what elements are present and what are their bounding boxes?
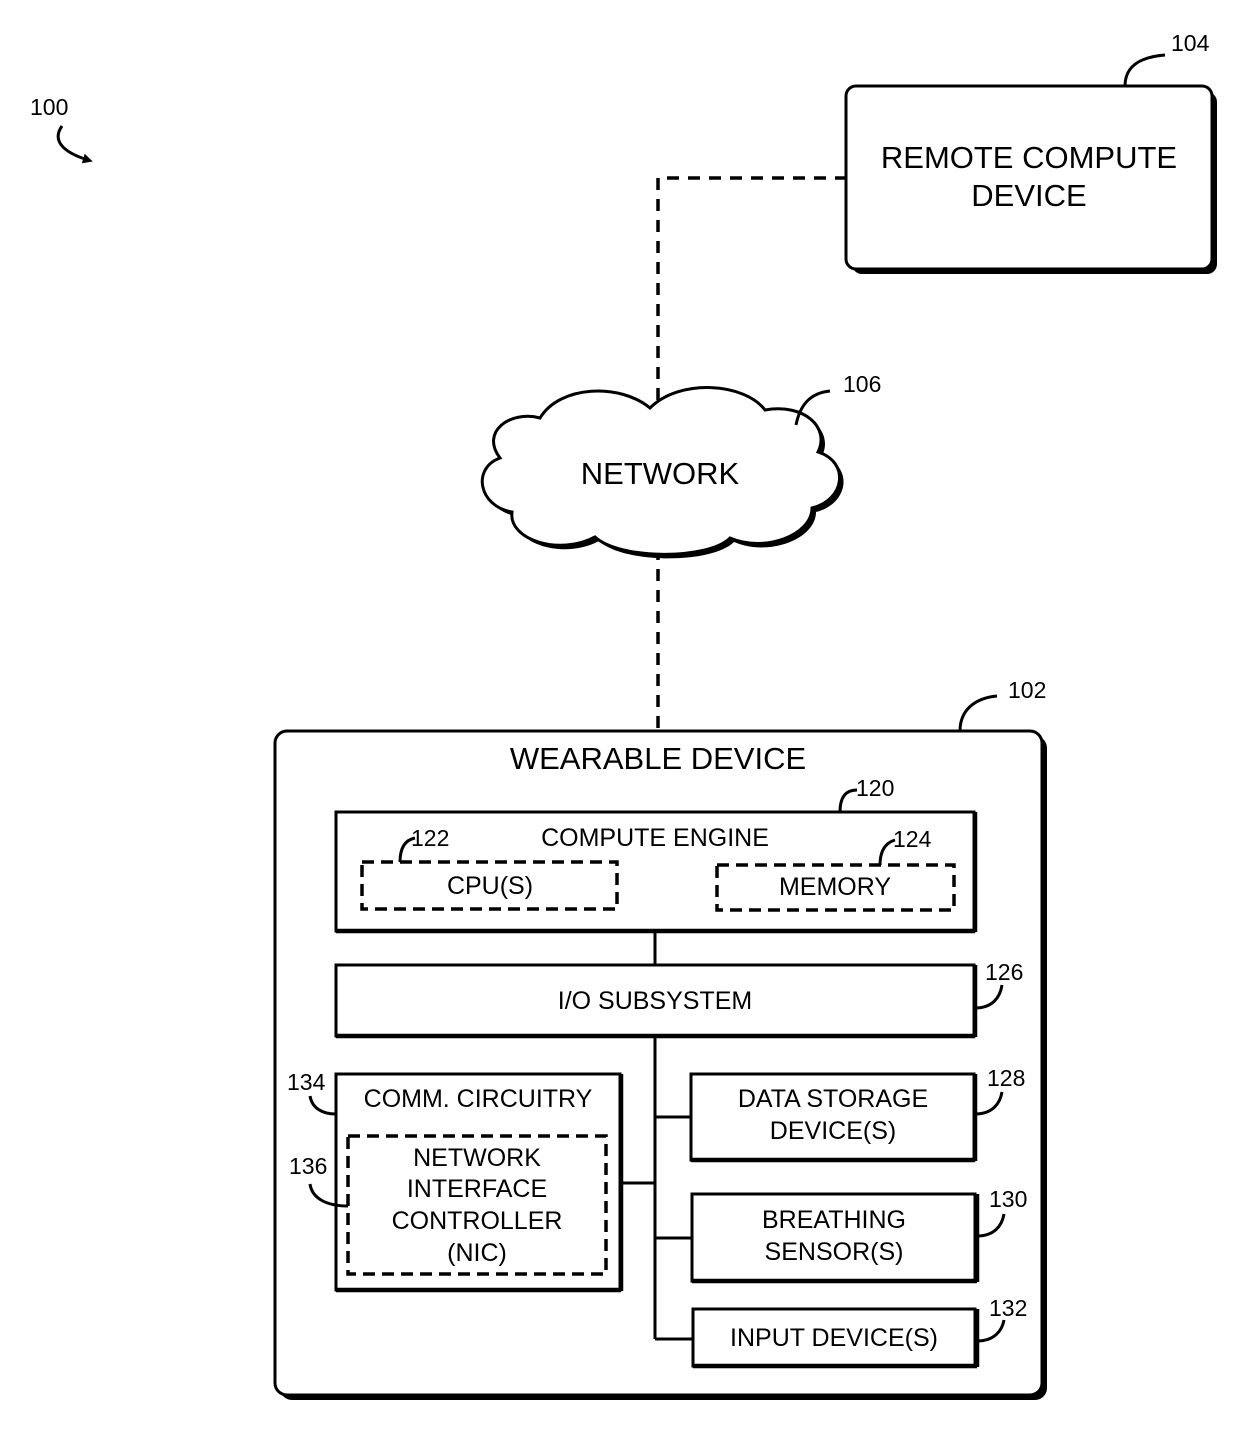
cpu-ref: 122 (411, 825, 449, 851)
remote-compute-device-label-line2: DEVICE (971, 178, 1086, 213)
input-devices-label: INPUT DEVICE(S) (730, 1324, 938, 1352)
compute-engine-ref: 120 (856, 775, 894, 801)
network-to-remote-link (658, 178, 846, 400)
comm-circuitry-ref: 134 (287, 1069, 326, 1095)
network-interface-controller: NETWORK INTERFACE CONTROLLER (NIC) (348, 1136, 606, 1274)
remote-compute-device-ref: 104 (1171, 30, 1210, 56)
data-storage-devices: DATA STORAGE DEVICE(S) (691, 1074, 975, 1161)
memory-ref: 124 (893, 826, 932, 852)
wearable-device-ref: 102 (1008, 677, 1046, 703)
network-label: NETWORK (581, 456, 740, 491)
compute-engine-label: COMPUTE ENGINE (541, 824, 769, 852)
io-subsystem-ref: 126 (985, 959, 1023, 985)
figure-ref-arrow (58, 126, 88, 160)
memory-label: MEMORY (779, 873, 891, 901)
data-storage-label-line1: DATA STORAGE (738, 1085, 928, 1113)
nic-ref: 136 (289, 1153, 327, 1179)
remote-compute-device-label-line1: REMOTE COMPUTE (881, 140, 1177, 175)
figure-ref: 100 (30, 94, 68, 120)
breathing-sensor-label-line1: BREATHING (762, 1206, 906, 1234)
io-subsystem-label: I/O SUBSYSTEM (558, 987, 752, 1015)
remote-compute-device-leader (1125, 55, 1165, 86)
data-storage-ref: 128 (987, 1065, 1025, 1091)
breathing-sensors: BREATHING SENSOR(S) (692, 1194, 977, 1282)
nic-label-line2: INTERFACE (407, 1175, 547, 1203)
remote-compute-device: REMOTE COMPUTE DEVICE (846, 86, 1217, 274)
input-devices: INPUT DEVICE(S) (693, 1309, 977, 1367)
cpu-label: CPU(S) (447, 872, 533, 900)
wearable-device-leader (960, 696, 997, 731)
input-devices-ref: 132 (989, 1295, 1027, 1321)
data-storage-label-line2: DEVICE(S) (770, 1117, 896, 1145)
network-ref: 106 (843, 371, 881, 397)
breathing-sensor-ref: 130 (989, 1186, 1027, 1212)
breathing-sensor-label-line2: SENSOR(S) (765, 1238, 904, 1266)
memory: MEMORY (717, 865, 954, 910)
io-subsystem: I/O SUBSYSTEM (336, 965, 975, 1037)
nic-label-line1: NETWORK (413, 1144, 541, 1172)
wearable-device-label: WEARABLE DEVICE (510, 741, 806, 776)
nic-label-line3: CONTROLLER (392, 1207, 563, 1235)
cpu: CPU(S) (362, 862, 617, 909)
network-cloud: NETWORK (482, 388, 843, 559)
nic-label-line4: (NIC) (447, 1239, 507, 1267)
comm-circuitry-label: COMM. CIRCUITRY (364, 1085, 593, 1113)
